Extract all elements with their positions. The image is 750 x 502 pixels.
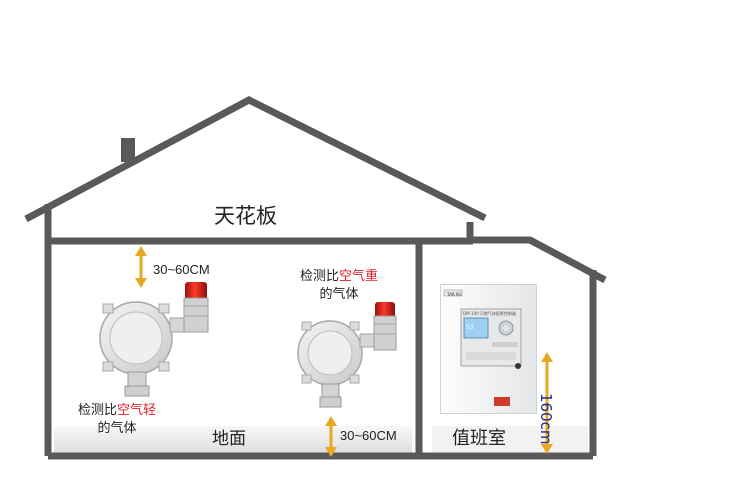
side-roof	[470, 236, 607, 284]
alarm-light-icon	[183, 282, 209, 333]
chimney	[121, 138, 135, 162]
arrow-icon	[135, 246, 147, 288]
floor-label: 地面	[212, 429, 246, 449]
heavy-gas-caption: 检测比空气重 的气体	[300, 268, 378, 304]
main-roof	[24, 96, 487, 223]
arrow-icon	[325, 416, 337, 457]
lcd-value: 53	[466, 324, 474, 331]
light-gas-caption: 检测比空气轻 的气体	[78, 402, 156, 438]
light-gas-emph: 空气轻	[117, 403, 157, 418]
controller-cabinet-icon	[440, 284, 537, 414]
heavy-gas-emph: 空气重	[339, 269, 379, 284]
bottom-distance-label: 30~60CM	[340, 428, 397, 443]
lcd-screen	[463, 317, 489, 339]
alarm-light-icon	[373, 302, 397, 351]
arrow-icon	[541, 352, 553, 454]
light-gas-prefix: 检测比	[78, 403, 118, 418]
duty-floor-area	[432, 426, 588, 456]
house-outline	[24, 96, 607, 460]
detector-icon	[297, 320, 377, 408]
cabinet-tag: TAR 9G	[447, 292, 462, 297]
mount-height-label: 160cm	[537, 393, 555, 445]
light-gas-suffix: 的气体	[97, 421, 137, 436]
heavy-gas-prefix: 检测比	[300, 269, 340, 284]
top-distance-label: 30~60CM	[153, 262, 210, 277]
heavy-gas-suffix: 的气体	[319, 287, 359, 302]
detector-icon	[99, 301, 189, 397]
cabinet-title: DM-100 可燃气体报警控制器	[463, 311, 516, 316]
duty-room-label: 值班室	[452, 428, 506, 449]
floor-area	[54, 426, 412, 456]
ceiling-label: 天花板	[214, 204, 277, 228]
